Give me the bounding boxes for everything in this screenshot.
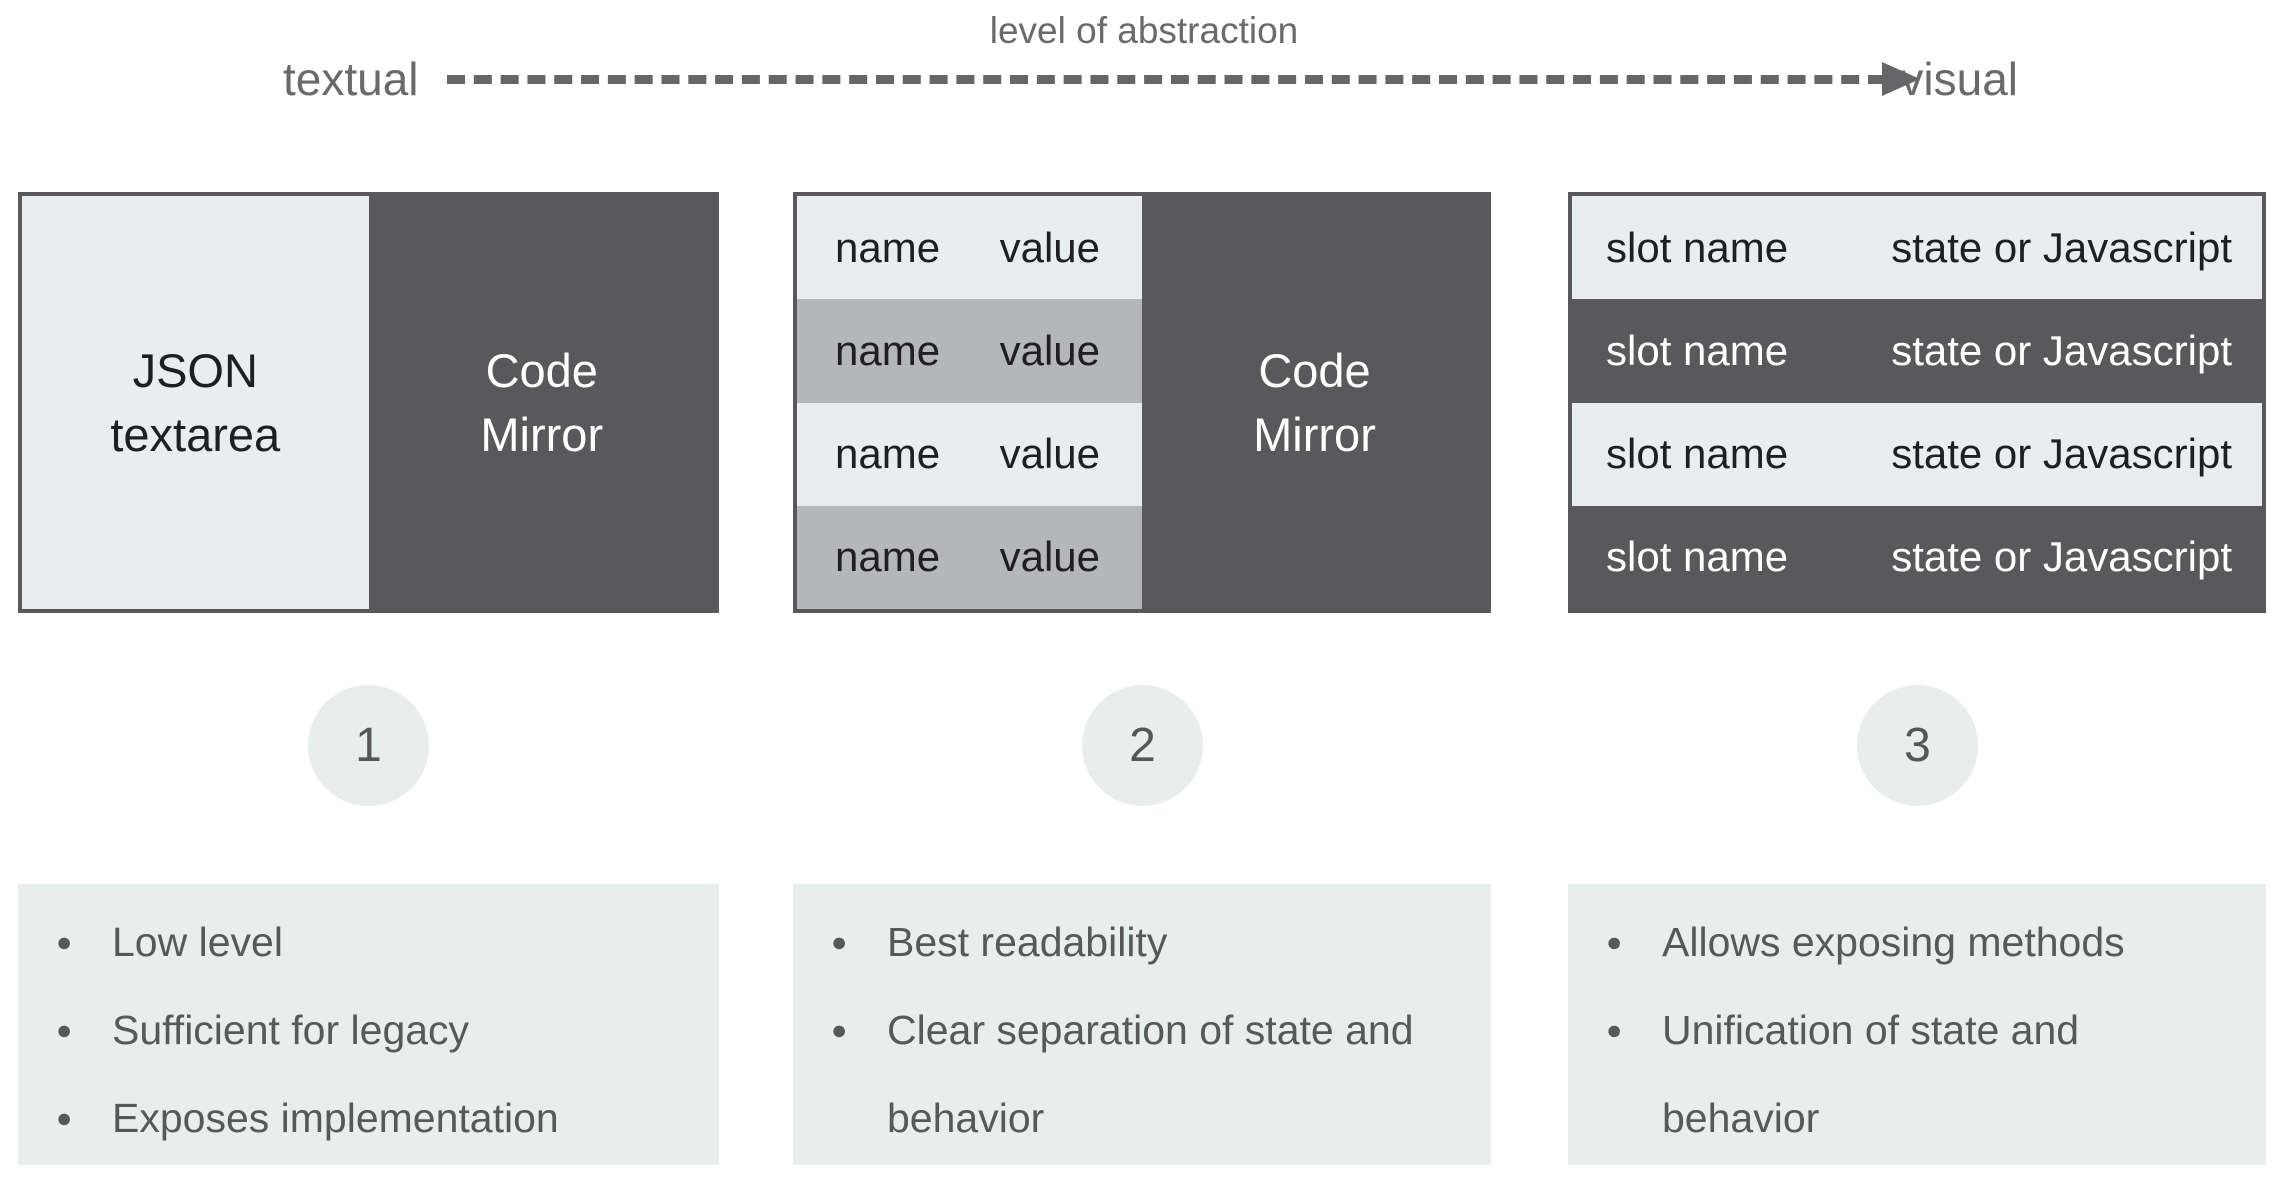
slot-name: slot name <box>1606 223 1789 271</box>
table-row: name value <box>797 196 1142 300</box>
slot-value: state or Javascript <box>1891 430 2232 478</box>
bullet-item: Allows exposing methods <box>1598 898 2198 986</box>
row-value: value <box>999 533 1100 581</box>
slot-value: state or Javascript <box>1891 326 2232 374</box>
codemirror-pane: Code Mirror <box>368 196 715 609</box>
slot-row: slot name state or Javascript <box>1572 299 2262 403</box>
option1-diagram: JSON textarea Code Mirror <box>18 192 719 613</box>
row-value: value <box>999 326 1100 374</box>
row-name: name <box>835 430 941 478</box>
option1-notes: Low level Sufficient for legacy Exposes … <box>18 884 719 1165</box>
bullet-item: Best readability <box>823 898 1423 986</box>
abstraction-axis: textual visual <box>283 52 2018 106</box>
step-badge-3: 3 <box>1857 685 1978 806</box>
json-textarea-label-line2: textarea <box>110 407 281 461</box>
name-value-table: name value name value name value name va… <box>797 196 1142 609</box>
table-row: name value <box>797 402 1142 506</box>
bullet-list: Allows exposing methods Unification of s… <box>1598 898 2230 1162</box>
step-badge-1: 1 <box>308 685 429 806</box>
row-name: name <box>835 533 941 581</box>
json-textarea-pane: JSON textarea <box>22 196 369 609</box>
option2-diagram: name value name value name value name va… <box>793 192 1491 613</box>
bullet-item: Unification of state and behavior <box>1598 986 2198 1162</box>
codemirror-label-line1: Code <box>1258 344 1371 398</box>
codemirror-pane: Code Mirror <box>1142 196 1487 609</box>
step-number: 3 <box>1904 719 1931 772</box>
codemirror-label-line2: Mirror <box>1253 407 1376 461</box>
step-badge-2: 2 <box>1082 685 1203 806</box>
codemirror-label-line1: Code <box>485 344 598 398</box>
slot-row: slot name state or Javascript <box>1572 505 2262 609</box>
row-value: value <box>999 223 1100 271</box>
step-number: 1 <box>355 719 382 772</box>
row-name: name <box>835 223 941 271</box>
bullet-item: Low level <box>48 898 648 986</box>
slot-value: state or Javascript <box>1891 533 2232 581</box>
slot-row: slot name state or Javascript <box>1572 196 2262 300</box>
step-number: 2 <box>1129 719 1156 772</box>
option3-notes: Allows exposing methods Unification of s… <box>1568 884 2266 1165</box>
arrowhead-icon <box>1882 61 1921 96</box>
json-textarea-label-line1: JSON <box>132 344 258 398</box>
bullet-list: Best readability Clear separation of sta… <box>823 898 1455 1162</box>
bullet-item: Clear separation of state and behavior <box>823 986 1423 1162</box>
slot-name: slot name <box>1606 533 1789 581</box>
table-row: name value <box>797 505 1142 609</box>
slot-value: state or Javascript <box>1891 223 2232 271</box>
slot-name: slot name <box>1606 326 1789 374</box>
axis-left-label: textual <box>283 53 419 105</box>
option2-notes: Best readability Clear separation of sta… <box>793 884 1491 1165</box>
codemirror-label-line2: Mirror <box>480 407 604 461</box>
row-value: value <box>999 430 1100 478</box>
table-row: name value <box>797 299 1142 403</box>
bullet-item: Exposes implementation <box>48 1074 648 1162</box>
slot-name: slot name <box>1606 430 1789 478</box>
bullet-list: Low level Sufficient for legacy Exposes … <box>48 898 683 1162</box>
bullet-item: Sufficient for legacy <box>48 986 648 1074</box>
row-name: name <box>835 326 941 374</box>
axis-title: level of abstraction <box>989 10 1299 51</box>
slot-row: slot name state or Javascript <box>1572 402 2262 506</box>
dashed-arrow <box>446 61 1921 96</box>
option3-diagram: slot name state or Javascript slot name … <box>1568 192 2266 613</box>
